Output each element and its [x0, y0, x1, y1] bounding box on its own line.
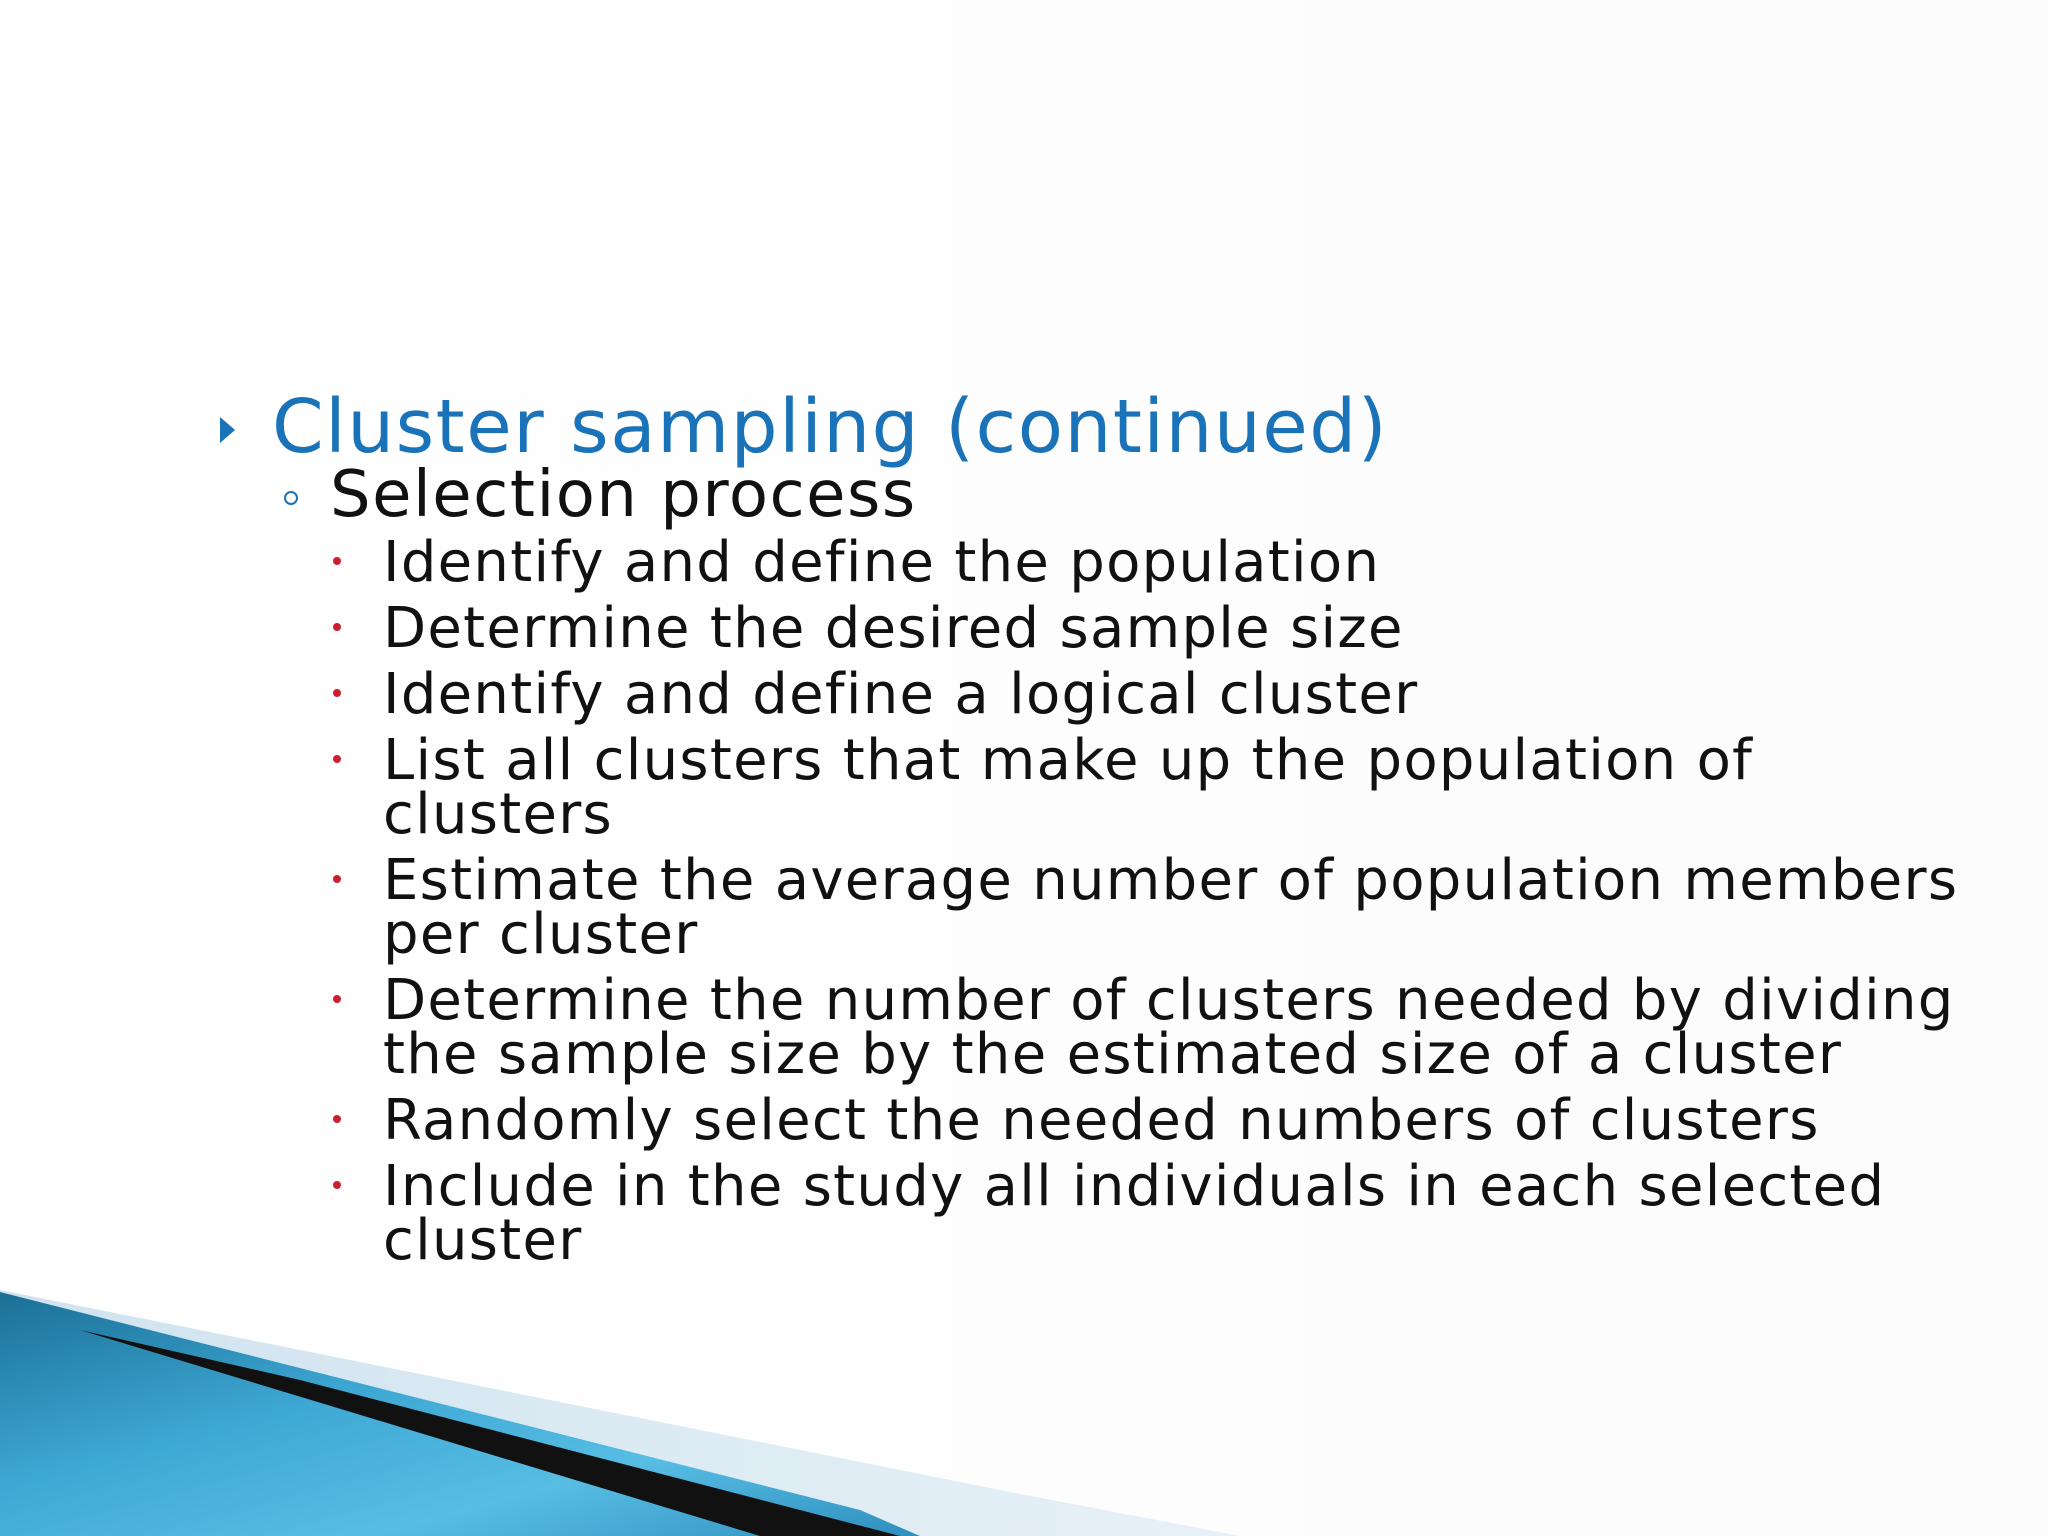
dot-bullet-icon — [333, 689, 341, 697]
list-item-text-continued: per cluster — [383, 902, 699, 967]
list-item: Identify and define the population — [220, 530, 1940, 595]
black-swoosh — [80, 1330, 900, 1536]
list-item-text: Include in the study all individuals in … — [383, 1154, 1886, 1219]
list-item-text-continued: cluster — [383, 1208, 583, 1273]
list-item-text: List all clusters that make up the popul… — [383, 728, 1754, 793]
subheading: Selection process — [220, 462, 1940, 528]
subheading-text: Selection process — [330, 458, 917, 532]
list-item-text: Identify and define a logical cluster — [383, 662, 1419, 727]
list-item: Identify and define a logical cluster — [220, 662, 1940, 727]
slide-heading-text: Cluster sampling (continued) — [272, 384, 1389, 470]
list-item-text: Estimate the average number of populatio… — [383, 848, 1959, 913]
dot-bullet-icon — [333, 1181, 341, 1189]
blue-swoosh — [0, 1292, 920, 1536]
dot-bullet-icon — [333, 1115, 341, 1123]
list-item: List all clusters that make up the popul… — [220, 728, 1940, 847]
slide-content: Cluster sampling (continued) Selection p… — [220, 380, 1959, 1280]
list-item: Include in the study all individuals in … — [220, 1154, 1940, 1273]
dot-bullet-icon — [333, 623, 341, 631]
list-item-text: Determine the desired sample size — [383, 596, 1404, 661]
list-item-text: Randomly select the needed numbers of cl… — [383, 1088, 1820, 1153]
list-item: Determine the number of clusters needed … — [220, 968, 1955, 1087]
triangle-bullet-icon — [220, 417, 235, 443]
slide-heading: Cluster sampling (continued) — [220, 380, 1940, 474]
list-item: Randomly select the needed numbers of cl… — [220, 1088, 1940, 1153]
hollow-circle-bullet-icon — [284, 491, 298, 505]
dot-bullet-icon — [333, 557, 341, 565]
list-item-text: Determine the number of clusters needed … — [383, 968, 1955, 1033]
dot-bullet-icon — [333, 875, 341, 883]
dot-bullet-icon — [333, 995, 341, 1003]
list-item: Determine the desired sample size — [220, 596, 1940, 661]
dot-bullet-icon — [333, 755, 341, 763]
steps-list: Identify and define the population Deter… — [220, 530, 1959, 1273]
list-item: Estimate the average number of populatio… — [220, 848, 1959, 967]
list-item-text-continued: the sample size by the estimated size of… — [383, 1022, 1843, 1087]
list-item-text-continued: clusters — [383, 782, 614, 847]
list-item-text: Identify and define the population — [383, 530, 1381, 595]
